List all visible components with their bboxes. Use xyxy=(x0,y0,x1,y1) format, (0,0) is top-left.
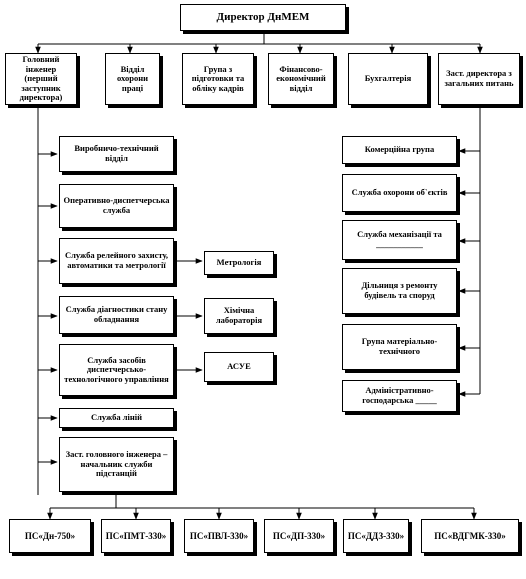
accounting-box: Бухгалтерія xyxy=(348,53,428,105)
relay-service-box: Служба релейного захисту, автоматики та … xyxy=(59,238,174,284)
finance-dept-box: Фінансово-економічний відділ xyxy=(268,53,334,105)
metrology-box: Метрологія xyxy=(204,251,274,275)
substations-head-box: Заст. головного інженера – начальник слу… xyxy=(59,437,174,492)
commercial-group-box: Комерційна група xyxy=(342,136,457,164)
ps-vdgmk-box: ПС«ВДГМК-330» xyxy=(421,519,519,553)
lines-service-box: Служба ліній xyxy=(59,408,174,428)
production-dept-box: Виробничо-технічний відділ xyxy=(59,136,174,172)
director-box: Директор ДнМЕМ xyxy=(180,4,346,31)
dispatch-service-box: Оперативно-диспетчерська служба xyxy=(59,184,174,228)
training-group-box: Група з підготовки та обліку кадрів xyxy=(182,53,254,105)
object-security-box: Служба охорони об`єктів xyxy=(342,174,457,212)
asue-box: АСУЕ xyxy=(204,352,274,382)
chief-engineer-box: Головний інженер (перший заступник дирек… xyxy=(5,53,77,105)
ps-pvl-box: ПС«ПВЛ-330» xyxy=(184,519,254,553)
dispatch-control-service-box: Служба засобів диспетчерсько-технологічн… xyxy=(59,344,174,396)
security-dept-box: Відділ охорони праці xyxy=(105,53,160,105)
mechanization-box: Служба механізації та ___________ xyxy=(342,220,457,260)
ps-pmt-box: ПС«ПМТ-330» xyxy=(101,519,171,553)
chem-lab-box: Хімічна лабораторія xyxy=(204,298,274,334)
building-repair-box: Дільниця з ремонту будівель та споруд xyxy=(342,268,457,314)
supply-group-box: Група матеріально-технічного xyxy=(342,324,457,370)
admin-household-box: Адміністративно-господарська _____ xyxy=(342,380,457,412)
ps-dn750-box: ПС«Дн-750» xyxy=(9,519,91,553)
deputy-director-box: Заст. директора з загальних питань xyxy=(438,53,520,105)
ps-dp-box: ПС«ДП-330» xyxy=(264,519,334,553)
ps-ddz-box: ПС«ДДЗ-330» xyxy=(343,519,409,553)
diagnostics-service-box: Служба діагностики стану обладнання xyxy=(59,296,174,334)
